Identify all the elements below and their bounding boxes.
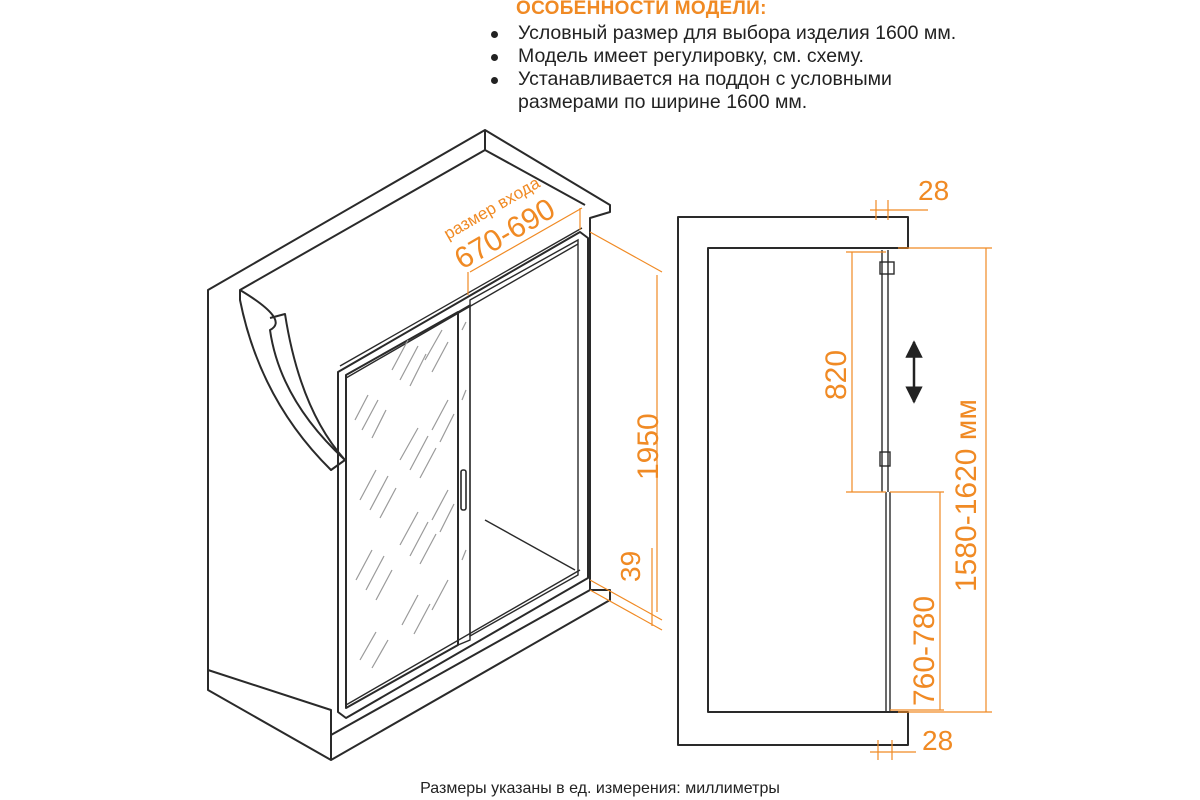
total-width-dimension-line	[898, 247, 992, 713]
features-item-text: Модель имеет регулировку, см. схему.	[518, 45, 864, 67]
features-item-text: Устанавливается на поддон с условными	[518, 68, 892, 90]
wall-curve	[239, 289, 346, 471]
glass-pattern	[354, 321, 467, 669]
sliding-door	[345, 311, 459, 709]
plan-outline	[677, 216, 909, 746]
bullet-icon	[491, 31, 498, 38]
profile-top-dimension-line	[870, 200, 928, 220]
sliding-door-edge	[457, 303, 471, 646]
interior-floor	[484, 519, 576, 571]
profile-bottom-value: 28	[922, 725, 953, 756]
features-item: размерами по ширине 1600 мм.	[488, 91, 956, 114]
height-value: 1950	[632, 413, 665, 480]
fixed-panel	[469, 238, 579, 638]
tray-gap-dimension-line	[589, 548, 663, 631]
footer-note: Размеры указаны в ед. измерения: миллиме…	[420, 780, 780, 797]
bullet-icon	[491, 77, 498, 84]
door-frame	[337, 231, 589, 719]
profile-top-bracket	[879, 261, 895, 275]
wall-top-inner	[239, 130, 586, 291]
total-width-value: 1580-1620 мм	[950, 399, 983, 592]
profile-mid-bracket	[879, 451, 891, 467]
door-top-rail	[339, 227, 583, 379]
profile-top-value: 28	[918, 175, 949, 206]
features-item-text: размерами по ширине 1600 мм.	[518, 91, 808, 113]
profile-rail	[881, 250, 891, 712]
features-list: Условный размер для выбора изделия 1600 …	[488, 22, 956, 114]
height-dimension-line	[589, 231, 663, 621]
features-item: Модель имеет регулировку, см. схему.	[488, 45, 956, 68]
base-block	[207, 589, 611, 761]
features-item-text: Условный размер для выбора изделия 1600 …	[518, 22, 957, 44]
adjust-top-value: 820	[820, 350, 853, 400]
adjust-top-dimension-line	[846, 251, 886, 493]
isometric-view: размер входа 670-690 1950 39	[207, 129, 665, 761]
entrance-dimension-line	[467, 207, 583, 295]
adjust-bottom-value: 760-780	[908, 596, 941, 706]
bullet-icon	[491, 54, 498, 61]
features-item: Устанавливается на поддон с условными	[488, 68, 956, 91]
wall-front-edge	[269, 313, 346, 461]
features-title: ОСОБЕННОСТИ МОДЕЛИ:	[516, 0, 767, 19]
tray-gap-value: 39	[615, 551, 646, 582]
door-handle-icon	[460, 469, 467, 511]
profile-bottom-dimension-line	[870, 740, 916, 760]
plan-view: 28 28 820 760-780 1580-1620 мм	[677, 175, 992, 760]
features-item: Условный размер для выбора изделия 1600 …	[488, 22, 956, 45]
door-bottom-rail	[345, 569, 581, 706]
adjust-bottom-dimension-line	[890, 491, 944, 711]
